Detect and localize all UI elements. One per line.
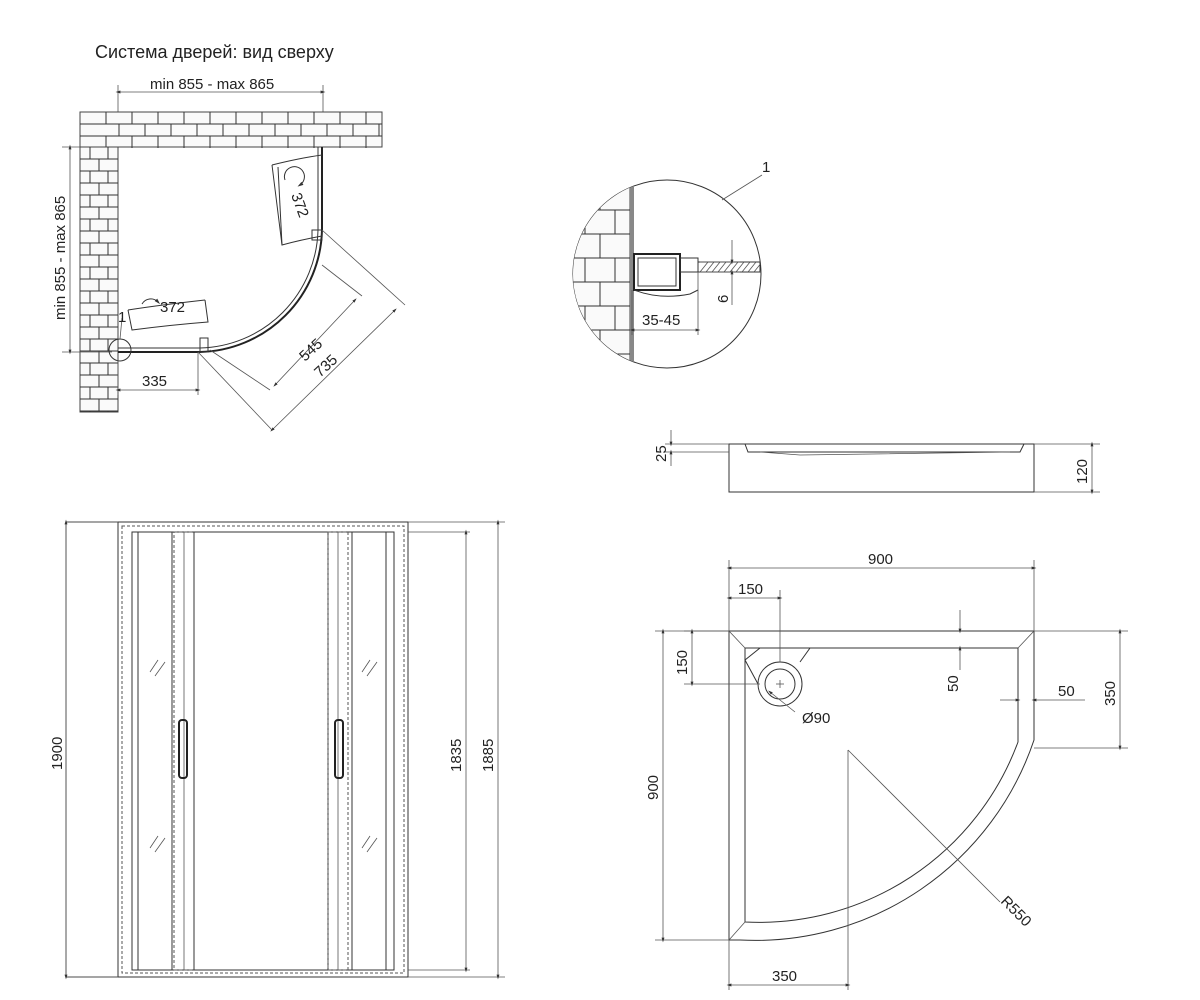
rim-top-dim: 50 — [945, 675, 962, 692]
front-view: 1900 1835 1885 — [49, 519, 505, 980]
drain-offset-y-dim: 150 — [674, 650, 691, 675]
right-door-handle — [334, 719, 344, 779]
straight-right-dim: 350 — [1102, 681, 1119, 706]
dim-width-range: min 855 - max 865 — [150, 76, 274, 93]
top-view: Система дверей: вид сверху min 855 - max… — [52, 42, 406, 432]
rim-right-dim: 50 — [1058, 683, 1075, 700]
tray-side-body — [728, 443, 1035, 493]
left-door-handle — [178, 719, 188, 779]
dim-335: 335 — [142, 373, 167, 390]
detail-callout-number: 1 — [118, 309, 126, 326]
right-door-panel — [271, 154, 323, 166]
total-height-dim: 1900 — [49, 737, 66, 770]
door-height-dim: 1835 — [448, 739, 465, 772]
frame-height-dim: 1885 — [480, 739, 497, 772]
left-wall — [79, 146, 119, 413]
drain-inner — [764, 668, 796, 700]
left-door-arc: 372 — [160, 299, 185, 316]
top-view-title: Система дверей: вид сверху — [95, 42, 334, 62]
radius-label: R550 — [997, 893, 1034, 930]
detail-gap-dim: 35-45 — [642, 312, 680, 329]
straight-bottom-dim: 350 — [772, 968, 797, 985]
detail-thickness-dim: 6 — [715, 295, 732, 303]
left-door-panel — [127, 299, 206, 311]
drain-diameter-label: Ø90 — [802, 710, 830, 727]
tray-width-dim: 900 — [868, 551, 893, 568]
tray-side-view: 25 120 — [653, 430, 1100, 495]
enclosure-outline — [118, 147, 323, 353]
detail-label: 1 — [762, 159, 770, 176]
tray-rim-dim: 25 — [653, 445, 670, 462]
top-wall — [79, 111, 383, 148]
detail-view: 1 35-45 6 — [572, 159, 770, 369]
tray-depth-dim: 900 — [645, 775, 662, 800]
dim-height-range: min 855 - max 865 — [52, 196, 69, 320]
right-door-arc: 372 — [287, 191, 312, 220]
drain-offset-x-dim: 150 — [738, 581, 763, 598]
tray-plan-view: Ø90 R550 900 150 150 900 50 50 — [645, 551, 1128, 990]
tray-height-dim: 120 — [1074, 459, 1091, 484]
tray-outline — [728, 630, 1035, 941]
front-frame — [117, 521, 409, 978]
glass-reflection-marks — [149, 659, 378, 853]
